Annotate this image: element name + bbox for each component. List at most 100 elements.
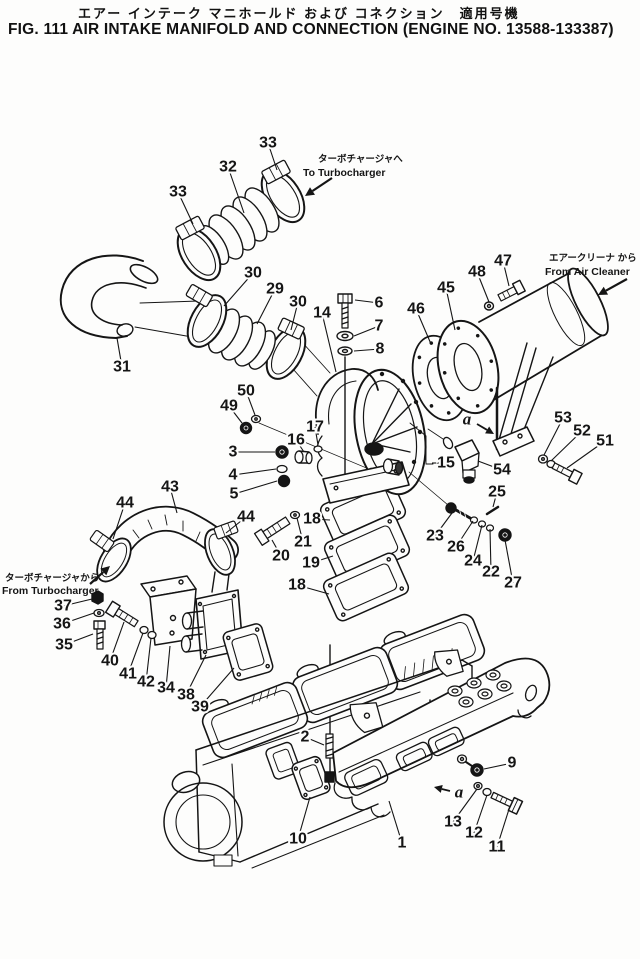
marker-a-arrow (441, 788, 451, 792)
clamp-33-left (175, 215, 222, 282)
callout-2: 2 (301, 729, 310, 746)
to-turbocharger-label-en: To Turbocharger (303, 167, 385, 179)
leader-49 (228, 405, 243, 424)
leader-44 (112, 502, 126, 540)
leader-34 (165, 645, 171, 689)
support-bracket (492, 342, 554, 457)
callout-29: 29 (266, 281, 284, 298)
leader-17 (314, 426, 319, 446)
part-15 (382, 422, 434, 476)
bolt-51 (551, 462, 583, 485)
from-turbocharger-arrow (89, 571, 105, 585)
washer-50 (250, 414, 262, 424)
right-fittings (408, 428, 512, 542)
leader-32 (227, 166, 245, 214)
leader-9 (483, 762, 513, 770)
callout-12: 12 (465, 825, 483, 842)
leader-52 (550, 430, 583, 462)
leader-54 (477, 460, 503, 471)
manifold-hardware (291, 733, 524, 815)
callout-31: 31 (113, 359, 131, 376)
leader-29 (256, 288, 276, 325)
leader-19 (310, 555, 334, 564)
leader-40 (109, 621, 125, 662)
plug-5 (277, 474, 291, 488)
leader-10 (297, 796, 311, 840)
bolt-35 (93, 620, 106, 650)
callout-34: 34 (157, 680, 175, 697)
leader-18 (311, 518, 331, 521)
housing-small-parts (239, 414, 323, 546)
leader-45 (445, 287, 456, 331)
callout-40: 40 (101, 653, 119, 670)
callout-10: 10 (289, 831, 307, 848)
leader-8 (353, 348, 381, 352)
callout-44: 44 (116, 495, 134, 512)
leader-16 (295, 439, 305, 453)
callout-25: 25 (488, 484, 506, 501)
callout-45: 45 (437, 280, 455, 297)
washer-42 (147, 630, 157, 640)
callout-39: 39 (191, 699, 209, 716)
callout-4: 4 (229, 467, 238, 484)
callout-48: 48 (468, 264, 486, 281)
leader-22 (489, 528, 492, 573)
gasket-39 (222, 623, 274, 681)
bolt-47 (497, 279, 526, 302)
leader-41 (127, 632, 144, 675)
leader-23 (434, 512, 453, 537)
leader-51 (566, 440, 606, 469)
leader-38 (185, 654, 207, 696)
leader-1 (388, 800, 403, 844)
leader-35 (63, 633, 94, 646)
nut-49 (239, 421, 253, 435)
from-turbocharger-label-jp: ターボチャージャから (5, 572, 99, 584)
marker-a-arrow-head (485, 426, 494, 434)
leader-5 (233, 480, 278, 495)
callout-7: 7 (375, 318, 384, 335)
elbow-fitting-54 (442, 436, 480, 484)
callout-44: 44 (237, 509, 255, 526)
callout-24: 24 (464, 553, 482, 570)
marker-a: a (455, 783, 464, 802)
washer-4 (276, 464, 288, 474)
callout-50: 50 (237, 383, 255, 400)
leader-25 (492, 491, 498, 508)
leader-39 (199, 667, 235, 708)
leader-13 (452, 788, 478, 823)
callout-36: 36 (53, 616, 71, 633)
washer-26 (469, 516, 479, 524)
callout-52: 52 (573, 423, 591, 440)
figure-title-japanese: エアー インテーク マニホールド および コネクション 適用号機 (78, 6, 520, 21)
leader-50 (245, 390, 256, 416)
marker-a: a (463, 410, 472, 429)
callout-1: 1 (398, 835, 407, 852)
marker-a-arrow (476, 423, 488, 431)
callout-38: 38 (177, 687, 195, 704)
callout-42: 42 (137, 674, 155, 691)
from-air-cleaner-label-en: From Air Cleaner (545, 266, 630, 278)
connector-housing-14 (315, 368, 434, 504)
callout-35: 35 (55, 637, 73, 654)
stud-2 (324, 733, 335, 783)
leader-43 (169, 486, 178, 514)
from-turbocharger-arrow-head (100, 566, 110, 576)
callout-49: 49 (220, 398, 238, 415)
callout-33: 33 (169, 184, 187, 201)
clamp-30-left (185, 284, 228, 348)
callout-21: 21 (294, 534, 312, 551)
bolt-40 (104, 600, 139, 628)
leader-14 (321, 312, 337, 373)
callout-18: 18 (288, 577, 306, 594)
callout-22: 22 (482, 564, 500, 581)
callout-16: 16 (287, 432, 305, 449)
engine-block (163, 613, 486, 869)
leader-24 (472, 524, 483, 562)
callout-43: 43 (161, 479, 179, 496)
leader-20 (271, 539, 282, 557)
leader-37 (62, 598, 93, 607)
callout-37: 37 (54, 598, 72, 615)
leader-31 (116, 337, 123, 368)
callout-54: 54 (493, 462, 511, 479)
fitting-23 (445, 502, 472, 520)
